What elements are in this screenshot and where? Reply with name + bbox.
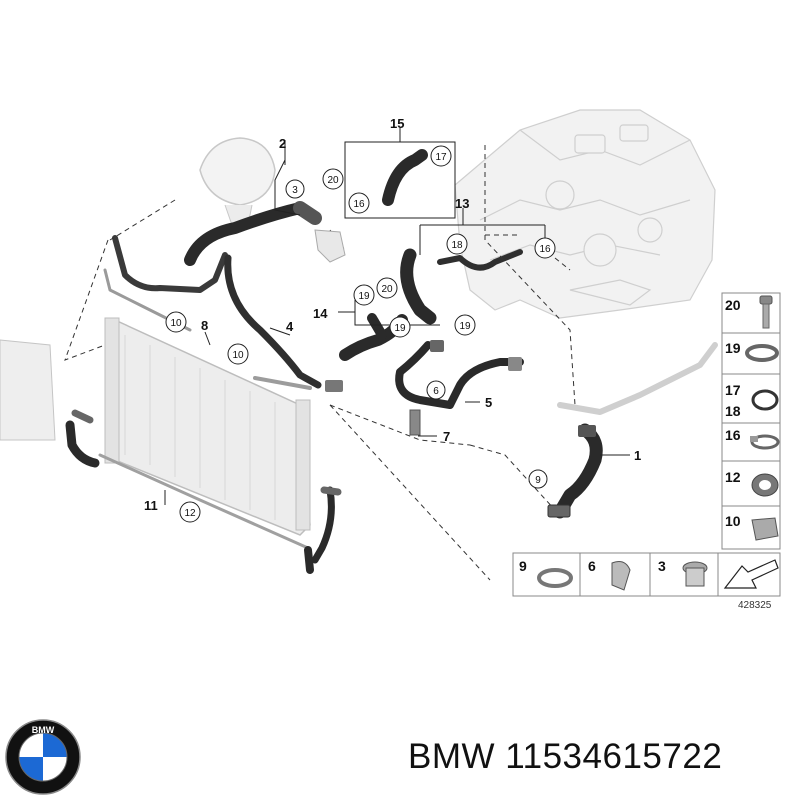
hoses: [65, 149, 718, 574]
svg-text:9: 9: [535, 475, 541, 486]
callout-20-circle-top: 20: [322, 168, 344, 190]
svg-text:16: 16: [539, 244, 551, 255]
callout-10-circle-b: 10: [227, 343, 249, 365]
legend-16: 16: [725, 427, 741, 443]
dashed-leaders: [64, 145, 576, 581]
bolt-icon: [759, 295, 773, 329]
callout-12-circle: 12: [179, 501, 201, 523]
svg-text:18: 18: [451, 240, 463, 251]
callout-19-circle-a: 19: [353, 284, 375, 306]
legend-9: 9: [519, 558, 527, 574]
callout-14: 14: [313, 306, 328, 321]
svg-text:10: 10: [232, 350, 244, 361]
svg-text:10: 10: [170, 318, 182, 329]
callout-11: 11: [144, 498, 158, 513]
svg-text:19: 19: [394, 323, 406, 334]
svg-text:3: 3: [292, 185, 298, 196]
svg-text:19: 19: [358, 291, 370, 302]
callout-5: 5: [485, 395, 492, 410]
legend-6: 6: [588, 558, 596, 574]
callout-4: 4: [286, 319, 294, 334]
svg-text:17: 17: [435, 152, 447, 163]
legend-10: 10: [725, 513, 741, 529]
part-number-caption: BMW 11534615722: [408, 737, 723, 776]
circled-callouts: 3 17 20 16 18 16 20 19: [165, 145, 556, 523]
callout-20-circle-mid: 20: [376, 277, 398, 299]
svg-text:19: 19: [459, 321, 471, 332]
callout-1: 1: [634, 448, 641, 463]
engine-block: [454, 109, 716, 319]
spring-clamp-icon: [750, 434, 780, 450]
callout-8: 8: [201, 318, 208, 333]
arrow-indicator-icon: [723, 559, 779, 589]
svg-text:12: 12: [184, 508, 196, 519]
legend-3: 3: [658, 558, 666, 574]
legend-18: 18: [725, 403, 741, 419]
bracket-clip-icon: [751, 517, 779, 541]
callout-19-circle-c: 19: [454, 314, 476, 336]
radiator: [0, 317, 311, 536]
legend-20: 20: [725, 297, 741, 313]
svg-text:20: 20: [327, 175, 339, 186]
callout-7: 7: [443, 429, 450, 444]
callout-17-circle: 17: [430, 145, 452, 167]
svg-text:16: 16: [353, 199, 365, 210]
legend-19: 19: [725, 340, 741, 356]
callout-9-circle: 9: [528, 469, 548, 489]
legend-17: 17: [725, 382, 741, 398]
callout-10-circle-a: 10: [165, 311, 187, 333]
hose-clamp-icon: [745, 344, 779, 362]
clamp-band-icon: [537, 568, 573, 588]
callout-15: 15: [390, 116, 404, 131]
callout-3-circle: 3: [285, 179, 305, 199]
legend-12: 12: [725, 469, 741, 485]
svg-text:6: 6: [433, 386, 439, 397]
svg-text:BMW: BMW: [32, 725, 55, 735]
hose-coupling-icon: [751, 473, 779, 497]
callout-19-circle-b: 19: [389, 316, 411, 338]
callout-16-circle-right: 16: [534, 237, 556, 259]
o-ring-icon: [751, 389, 779, 411]
svg-text:20: 20: [381, 284, 393, 295]
plug-screw-icon: [682, 561, 708, 587]
diagram-reference-number: 428325: [738, 600, 772, 611]
callout-13: 13: [455, 196, 469, 211]
bottom-parts-legend: 9 6 3: [512, 552, 781, 597]
callout-16-circle-top: 16: [348, 192, 370, 214]
callout-18-circle: 18: [446, 233, 468, 255]
side-parts-legend: 20 19 17 18 16 12 10: [721, 292, 781, 550]
callout-2: 2: [279, 136, 286, 151]
small-parts: [314, 229, 596, 518]
holder-clip-icon: [611, 561, 631, 591]
callout-6-circle: 6: [426, 380, 446, 400]
bmw-logo: BMW: [5, 719, 81, 795]
callout-labels: 2 15 13 4 8 14 5 7 1 11: [144, 116, 641, 513]
